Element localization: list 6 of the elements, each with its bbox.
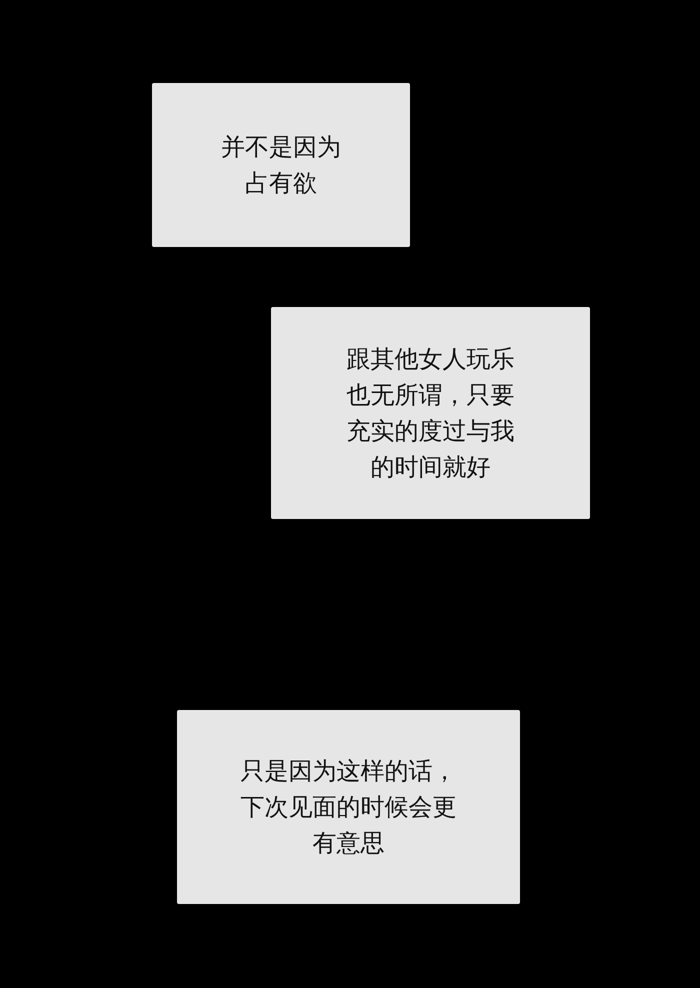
caption-box <box>271 307 590 519</box>
dialogue-text: 只是因为这样的话，下次见面的时候会更有意思 <box>240 756 456 859</box>
dialogue-text: 并不是因为占有欲 <box>221 132 341 199</box>
dialogue-text: 跟其他女人玩乐也无所谓，只要充实的度过与我的时间就好 <box>346 344 514 483</box>
caption-box <box>152 83 410 247</box>
caption-box <box>177 710 520 904</box>
